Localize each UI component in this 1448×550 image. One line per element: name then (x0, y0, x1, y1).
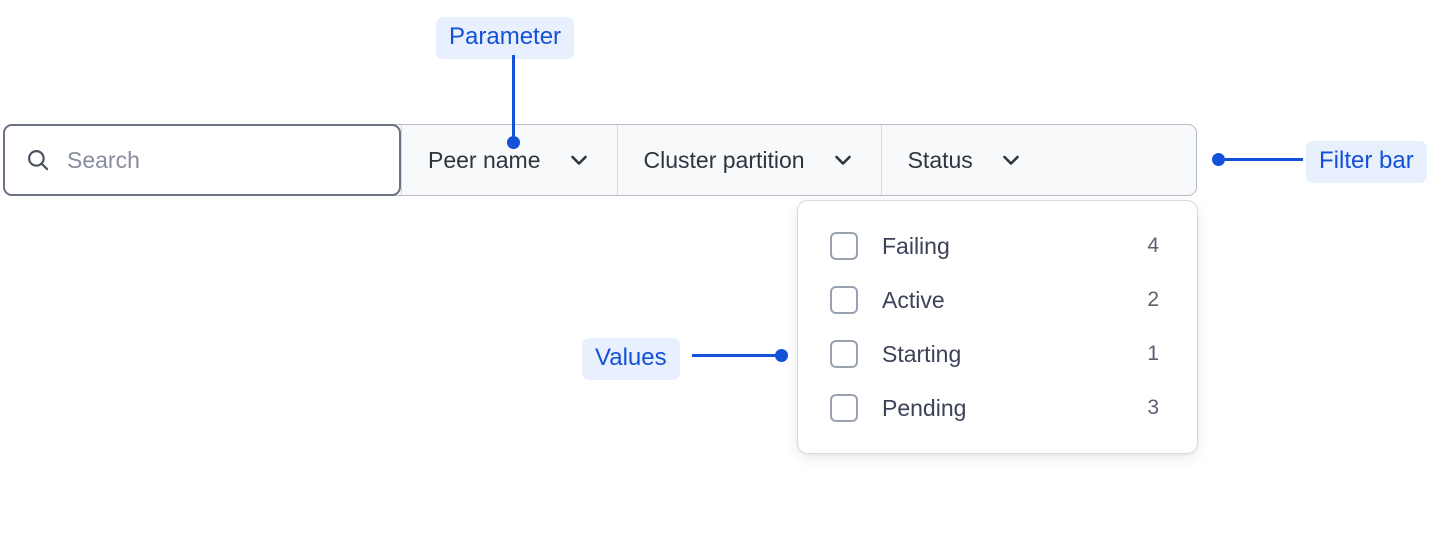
status-dropdown-panel: Failing 4 Active 2 Starting 1 Pending 3 (797, 200, 1198, 454)
filter-cluster-partition[interactable]: Cluster partition (616, 125, 881, 195)
annotation-parameter: Parameter (436, 17, 575, 59)
list-item[interactable]: Starting 1 (798, 327, 1197, 381)
filter-bar: Peer name Cluster partition Status (3, 124, 1197, 196)
annotation-parameter-leader (512, 55, 515, 143)
annotation-filter-bar-dot (1212, 153, 1225, 166)
filter-peer-name-label: Peer name (428, 146, 541, 173)
checkbox-active[interactable] (830, 286, 858, 314)
option-label: Pending (882, 394, 967, 421)
list-item[interactable]: Pending 3 (798, 381, 1197, 435)
checkbox-failing[interactable] (830, 232, 858, 260)
search-icon (25, 147, 51, 173)
annotation-filter-bar: Filter bar (1306, 141, 1427, 183)
option-count: 3 (1147, 396, 1159, 419)
list-item[interactable]: Failing 4 (798, 219, 1197, 273)
filter-peer-name[interactable]: Peer name (401, 125, 617, 195)
option-count: 1 (1147, 342, 1159, 365)
search-field[interactable] (3, 124, 401, 196)
annotation-values-leader (692, 354, 780, 357)
checkbox-pending[interactable] (830, 394, 858, 422)
checkbox-starting[interactable] (830, 340, 858, 368)
option-count: 2 (1147, 288, 1159, 311)
filter-cluster-partition-label: Cluster partition (643, 146, 805, 173)
chevron-down-icon[interactable] (831, 148, 855, 172)
filter-status[interactable]: Status (880, 125, 1049, 195)
annotation-filter-bar-leader (1225, 158, 1303, 161)
option-label: Starting (882, 340, 962, 367)
list-item[interactable]: Active 2 (798, 273, 1197, 327)
annotation-values-dot (775, 349, 788, 362)
option-label: Failing (882, 232, 950, 259)
annotation-values: Values (582, 338, 680, 380)
annotation-parameter-dot (507, 136, 520, 149)
filter-status-label: Status (907, 146, 973, 173)
option-count: 4 (1147, 234, 1159, 257)
chevron-down-icon[interactable] (567, 148, 591, 172)
chevron-down-icon[interactable] (999, 148, 1023, 172)
option-label: Active (882, 286, 945, 313)
search-input[interactable] (67, 146, 367, 174)
